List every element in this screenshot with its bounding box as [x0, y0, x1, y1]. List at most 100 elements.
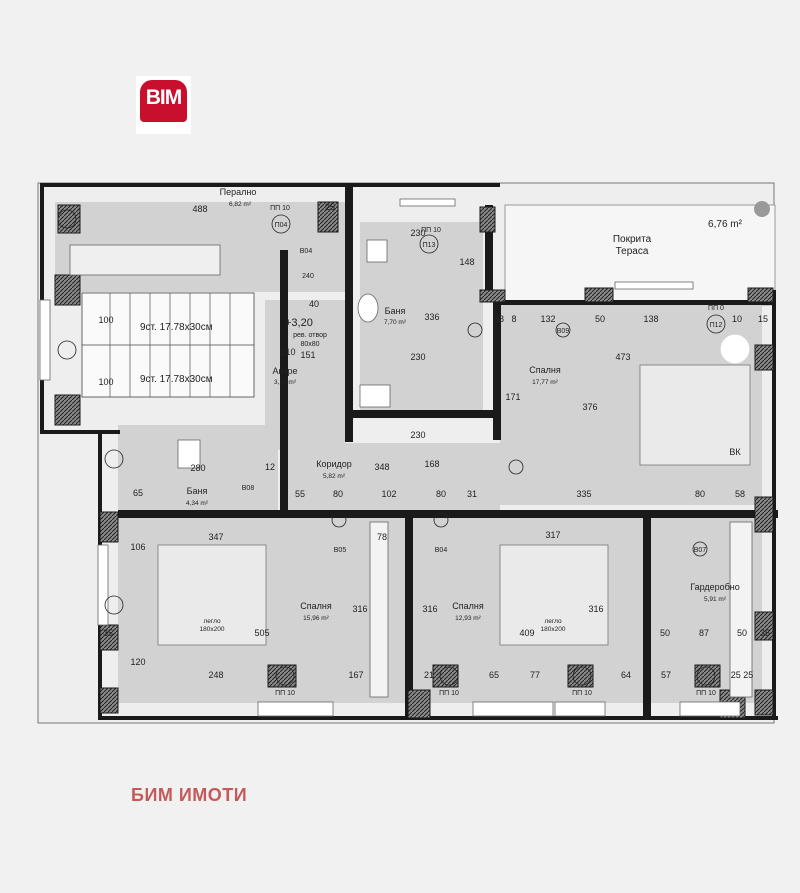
tag-labels: П04 П13 П12 В09 В04 В05 В04 В07 В08 ВК П… — [242, 205, 742, 697]
dim-50c: 50 — [737, 628, 747, 638]
antre-area: 3,16 m² — [274, 379, 297, 386]
dim-473: 473 — [615, 352, 630, 362]
dim-58: 58 — [735, 489, 745, 499]
spalnya-right-area: 17,77 m² — [532, 379, 558, 386]
dim-132: 132 — [540, 314, 555, 324]
bed-bm — [499, 544, 609, 646]
garderobno-name: Гардеробно — [690, 582, 740, 592]
fixtures — [69, 201, 770, 698]
dim-488: 488 — [192, 204, 207, 214]
banya-left-name: Баня — [187, 486, 208, 496]
dim-35b: 35 — [103, 628, 113, 638]
dim-12: 12 — [265, 462, 275, 472]
terasa-name1: Покрита — [613, 234, 652, 245]
bed-bl — [157, 544, 267, 646]
dim-248: 248 — [208, 670, 223, 680]
dim-65b: 65 — [133, 488, 143, 498]
garderobno-area: 5,91 m² — [704, 596, 727, 603]
bed-bl-label2: 180x200 — [200, 626, 225, 633]
dim-316a: 316 — [352, 604, 367, 614]
dim-64: 64 — [621, 670, 631, 680]
bed-labels: легло 180x200 легло 180x200 — [200, 618, 566, 633]
spalnya-bm-name: Спалня — [452, 601, 484, 611]
dim-21: 21 — [424, 670, 434, 680]
banya-top-name: Баня — [385, 306, 406, 316]
terasa-area: 6,76 m² — [708, 219, 743, 230]
brand-watermark: БИМ ИМОТИ — [131, 785, 248, 805]
dim-348: 348 — [374, 462, 389, 472]
koridor-floor — [280, 443, 500, 513]
bed-bm-label1: легло — [544, 618, 562, 625]
tag-b05: В05 — [334, 547, 347, 554]
bim-logo: BIM — [136, 76, 191, 134]
dim-80a: 80 — [333, 489, 343, 499]
dim-78: 78 — [377, 532, 387, 542]
dim-40: 40 — [309, 299, 319, 309]
bed-right — [639, 364, 751, 466]
tag-p04: П04 — [275, 222, 288, 229]
dim-168: 168 — [424, 459, 439, 469]
stairs-upper-label: 9ст. 17.78x30см — [140, 322, 213, 333]
dim-106: 106 — [130, 542, 145, 552]
bed-bm-label2: 180x200 — [541, 626, 566, 633]
dim-138: 138 — [643, 314, 658, 324]
dim-80c: 80 — [695, 489, 705, 499]
dim-409: 409 — [519, 628, 534, 638]
spalnya-right-name: Спалня — [529, 365, 561, 375]
tag-p12: П12 — [710, 322, 723, 329]
koridor-name: Коридор — [316, 459, 352, 469]
tag-b08: В08 — [242, 485, 255, 492]
dim-148: 148 — [459, 257, 474, 267]
bed-bl-label1: легло — [203, 618, 221, 625]
dim-100b: 100 — [98, 377, 113, 387]
dim-316c: 316 — [588, 604, 603, 614]
dim-230c: 230 — [410, 430, 425, 440]
dim-65a: 65 — [489, 670, 499, 680]
tag-p13: П13 — [423, 242, 436, 249]
tag-pp10-c: ПП 10 — [275, 690, 295, 697]
terasa-name2: Тераса — [616, 246, 649, 257]
dim-8: 8 — [511, 314, 516, 324]
spalnya-bm-area: 12,93 m² — [455, 615, 481, 622]
dim-80b: 80 — [436, 489, 446, 499]
dim-230a: 230 — [410, 228, 425, 238]
dim-151: 151 — [300, 350, 315, 360]
antre-name: Антре — [272, 366, 297, 376]
windows — [39, 198, 741, 717]
tag-pp10-d: ПП 10 — [439, 690, 459, 697]
dim-171: 171 — [505, 392, 520, 402]
structural-columns — [54, 201, 774, 719]
tag-b09: В09 — [557, 328, 570, 335]
dim-347: 347 — [208, 532, 223, 542]
dim-15: 15 — [758, 314, 768, 324]
tag-circles — [57, 209, 726, 686]
beds — [157, 364, 751, 646]
banya-top-area: 7,70 m² — [384, 319, 407, 326]
dim-55: 55 — [295, 489, 305, 499]
tag-pp10-a: ПП 10 — [270, 205, 290, 212]
dim-31: 31 — [467, 489, 477, 499]
dim-230b: 230 — [410, 352, 425, 362]
dim-336: 336 — [424, 312, 439, 322]
tag-pp10-f: ПП 10 — [696, 690, 716, 697]
logo-text: BIM — [145, 86, 183, 109]
spalnya-bl-area: 15,96 m² — [303, 615, 329, 622]
stair-labels: 9ст. 17.78x30см 9ст. 17.78x30см +3,20 ре… — [140, 317, 327, 385]
dim-10: 10 — [732, 314, 742, 324]
dim-376: 376 — [582, 402, 597, 412]
level-mark: +3,20 — [285, 317, 313, 329]
dim-317: 317 — [545, 530, 560, 540]
dim-25-25: 25 25 — [731, 670, 754, 680]
dim-280: 280 — [190, 463, 205, 473]
dim-50a: 50 — [595, 314, 605, 324]
tag-b04: В04 — [435, 547, 448, 554]
level-note2: 80x80 — [300, 341, 319, 348]
logo-mark — [140, 80, 187, 122]
spalnya-bl-name: Спалня — [300, 601, 332, 611]
dim-102: 102 — [381, 489, 396, 499]
dim-335: 335 — [576, 489, 591, 499]
tag-pp10-e: ПП 10 — [572, 690, 592, 697]
dim-25: 25 — [325, 202, 335, 212]
stairs-lower-label: 9ст. 17.78x30см — [140, 374, 213, 385]
